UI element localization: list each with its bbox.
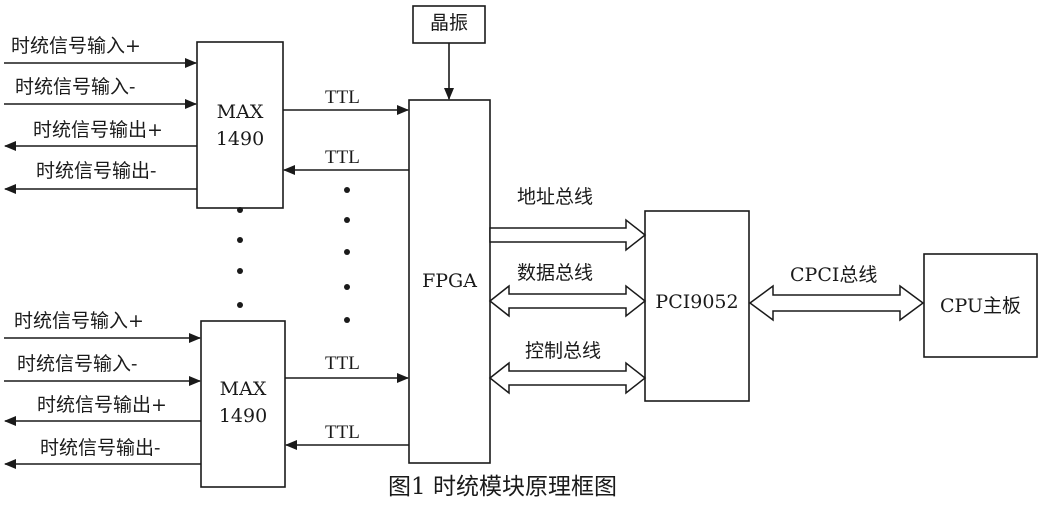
figure-caption: 图1 时统模块原理框图	[388, 474, 617, 500]
cpci-bus-arrow	[748, 284, 925, 322]
max1490-bottom-box	[200, 320, 286, 488]
cpci-bus-label: CPCI总线	[790, 264, 878, 286]
ellipsis-dot	[344, 187, 350, 193]
data-bus-arrow	[488, 284, 647, 318]
fpga-label: FPGA	[422, 270, 477, 292]
ellipsis-dot	[237, 302, 243, 308]
ellipsis-dot	[237, 268, 243, 274]
address-bus-label: 地址总线	[517, 186, 594, 208]
ttl-label-2: TTL	[325, 147, 360, 168]
max1490-bottom-label-2: 1490	[218, 405, 268, 427]
data-bus-label: 数据总线	[517, 262, 594, 284]
ellipsis-dot	[344, 284, 350, 290]
ttl-label-4: TTL	[325, 422, 360, 443]
io-label-bottom-in-minus: 时统信号输入-	[17, 353, 138, 375]
io-label-top-in-minus: 时统信号输入-	[15, 76, 136, 98]
fpga-box	[408, 99, 491, 464]
pci9052-label: PCI9052	[655, 291, 739, 313]
io-label-bottom-in-plus: 时统信号输入+	[14, 310, 144, 332]
ellipsis-dot	[237, 207, 243, 213]
io-label-bottom-out-minus: 时统信号输出-	[40, 437, 161, 459]
max1490-top-label-1: MAX	[216, 101, 264, 123]
ellipsis-dot	[344, 249, 350, 255]
max1490-top-box	[196, 41, 284, 209]
crystal-label: 晶振	[429, 12, 468, 34]
max1490-top-label-2: 1490	[215, 128, 265, 150]
ttl-label-1: TTL	[325, 87, 360, 108]
io-label-top-out-minus: 时统信号输出-	[36, 160, 157, 182]
ttl-label-3: TTL	[325, 353, 360, 374]
ellipsis-dot	[344, 217, 350, 223]
io-label-top-in-plus: 时统信号输入+	[11, 35, 141, 57]
control-bus-arrow	[488, 361, 647, 395]
io-label-top-out-plus: 时统信号输出+	[33, 119, 163, 141]
io-label-bottom-out-plus: 时统信号输出+	[37, 394, 167, 416]
cpu-board-label: CPU主板	[939, 295, 1021, 317]
cpu-board-box	[923, 253, 1038, 358]
pci9052-box	[644, 210, 750, 402]
ellipsis-dot	[237, 237, 243, 243]
address-bus-arrow	[489, 218, 647, 252]
ellipsis-dot	[344, 317, 350, 323]
control-bus-label: 控制总线	[525, 340, 602, 362]
max1490-bottom-label-1: MAX	[219, 378, 267, 400]
